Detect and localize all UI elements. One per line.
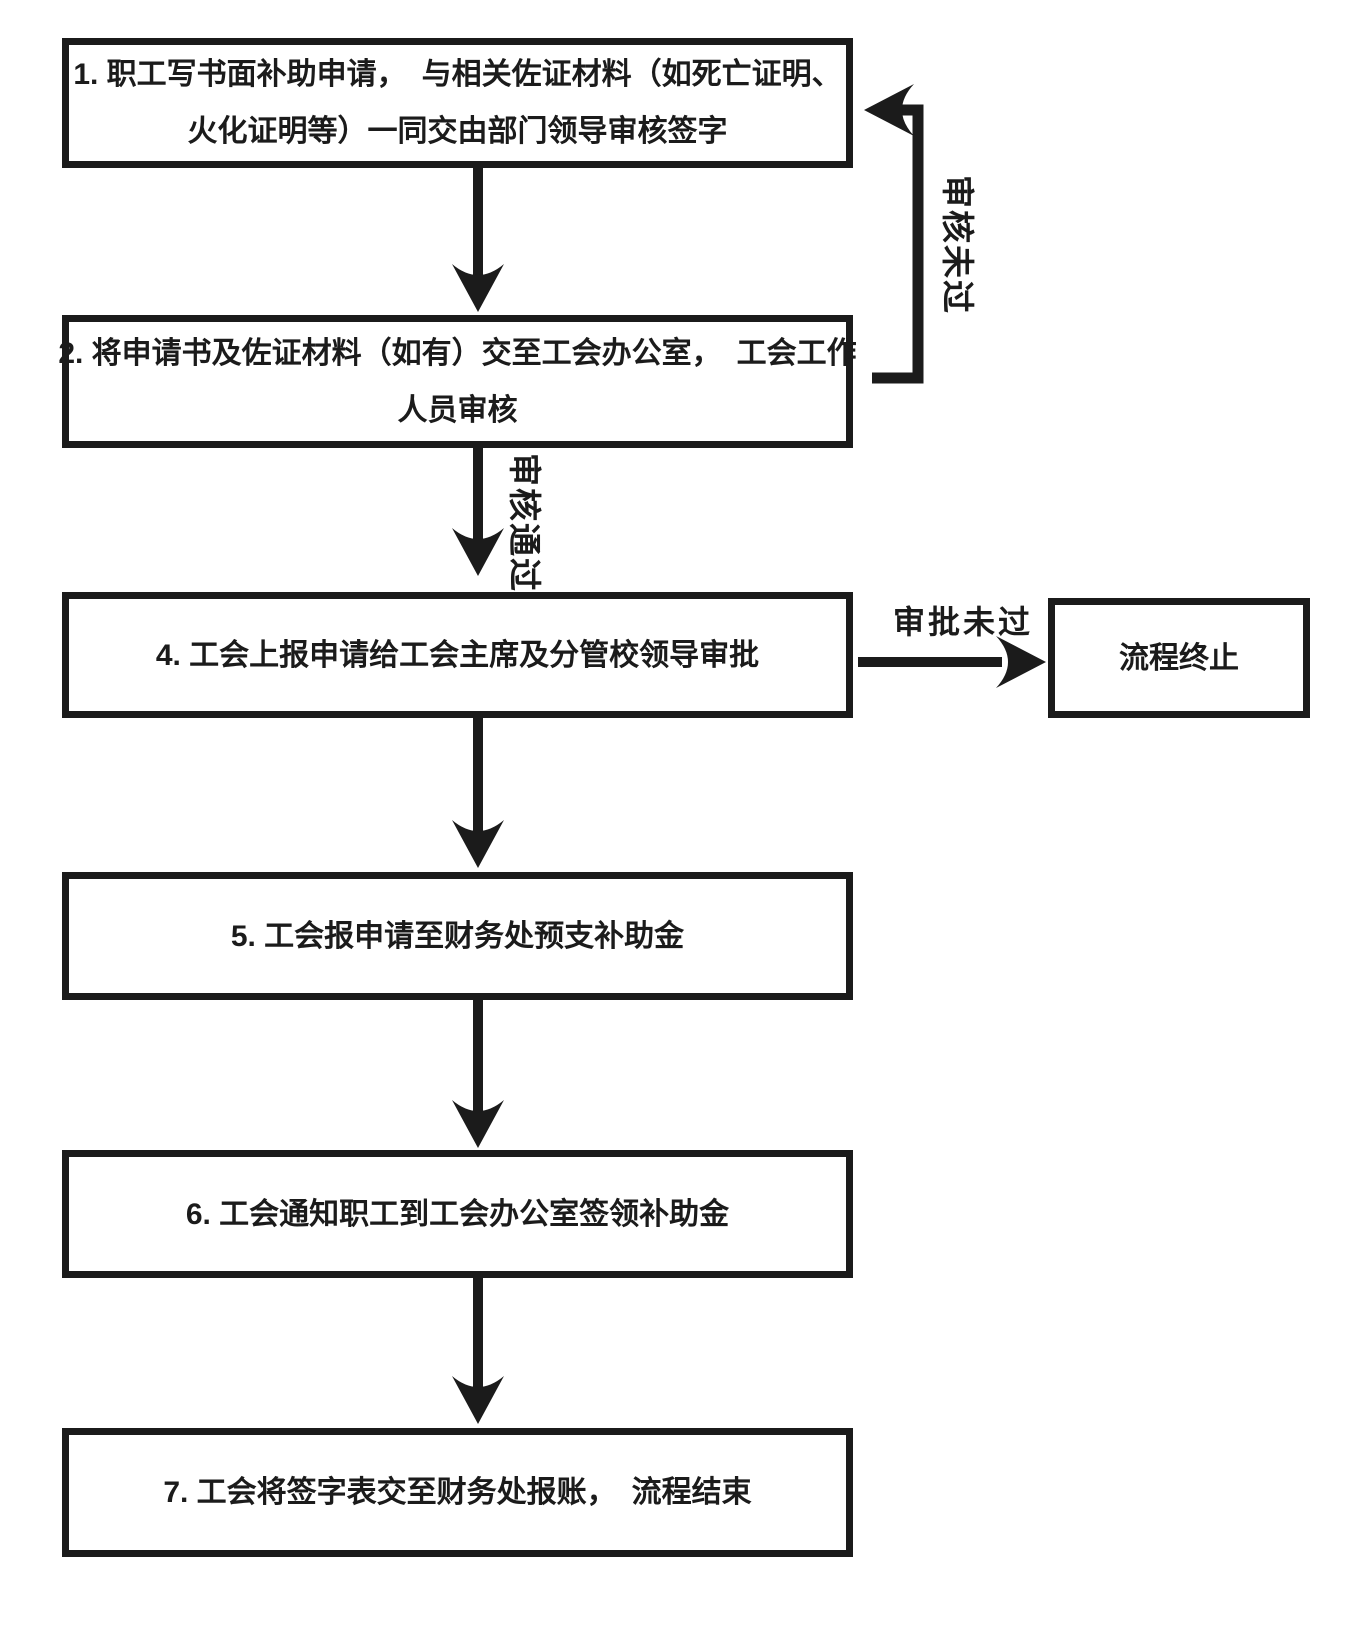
loop-step2-to-step1-head	[864, 84, 914, 136]
arrow-step4-to-step5-head	[452, 820, 504, 868]
node-terminate-line1: 流程终止	[1119, 641, 1239, 675]
node-step1-line2: 火化证明等）一同交由部门领导审核签字	[187, 115, 728, 148]
node-step5-line1: 5. 工会报申请至财务处预支补助金	[230, 919, 685, 953]
arrow-step1-to-step2-head	[452, 264, 504, 312]
node-step1: 1. 职工写书面补助申请， 与相关佐证材料（如死亡证明、 火化证明等）一同交由部…	[62, 38, 853, 168]
arrow-step5-to-step6-head	[452, 1100, 504, 1148]
node-step7: 7. 工会将签字表交至财务处报账， 流程结束	[62, 1428, 853, 1557]
edge-label-review-passed: 审核通过	[506, 453, 543, 593]
loop-step2-to-step1	[872, 104, 924, 384]
node-step2: 2. 将申请书及佐证材料（如有）交至工会办公室， 工会工作 人员审核	[58, 315, 857, 448]
edge-label-review-failed: 审核未过	[939, 175, 976, 315]
node-step4-line1: 4. 工会上报申请给工会主席及分管校领导审批	[155, 638, 760, 672]
node-step6: 6. 工会通知职工到工会办公室签领补助金	[62, 1150, 853, 1278]
arrow-step4-to-terminate-head	[996, 636, 1046, 688]
node-step2-line2: 人员审核	[397, 393, 518, 427]
arrow-step2-to-step4-head	[452, 528, 504, 576]
edge-label-approval-failed: 审批未过	[892, 604, 1034, 640]
node-step6-line1: 6. 工会通知职工到工会办公室签领补助金	[185, 1197, 730, 1231]
node-step4: 4. 工会上报申请给工会主席及分管校领导审批	[62, 592, 853, 718]
node-step7-line1: 7. 工会将签字表交至财务处报账， 流程结束	[163, 1476, 752, 1509]
arrow-step6-to-step7-head	[452, 1376, 504, 1424]
node-terminate: 流程终止	[1048, 598, 1310, 718]
node-step5: 5. 工会报申请至财务处预支补助金	[62, 872, 853, 1000]
node-step1-line1: 1. 职工写书面补助申请， 与相关佐证材料（如死亡证明、	[73, 58, 842, 91]
node-step2-line1: 2. 将申请书及佐证材料（如有）交至工会办公室， 工会工作	[58, 336, 857, 370]
